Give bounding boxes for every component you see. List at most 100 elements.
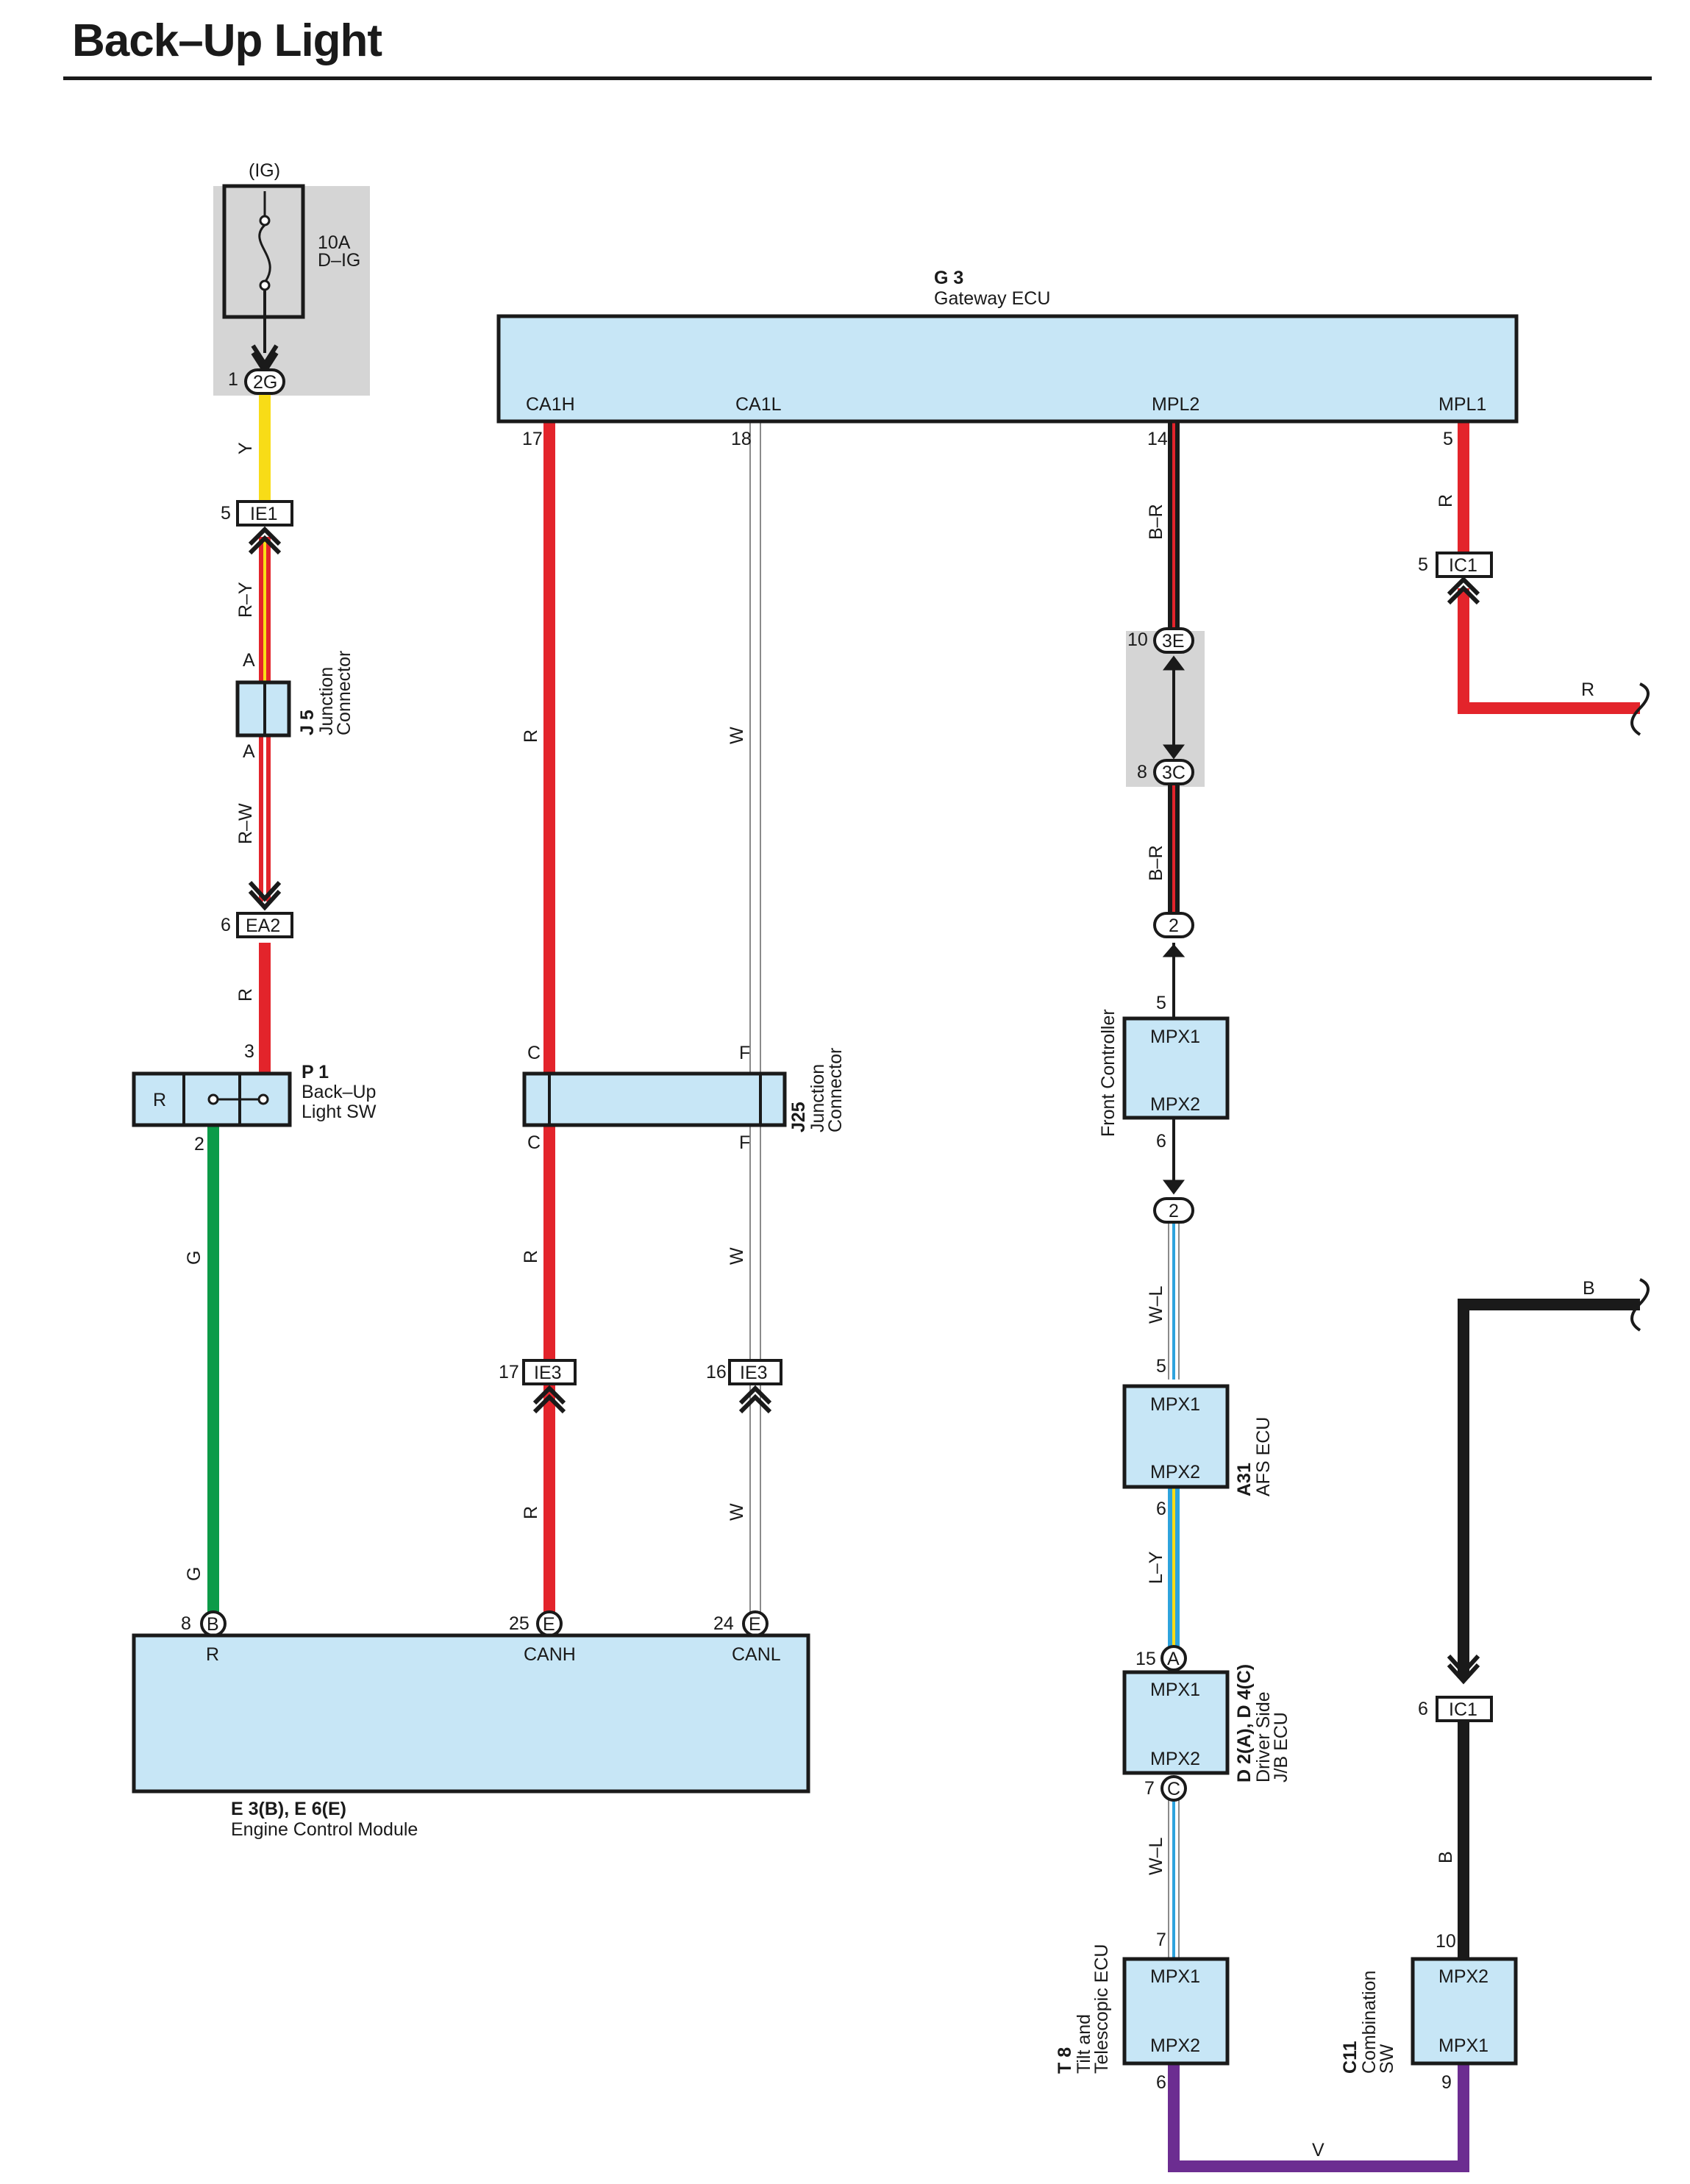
j5-pin-top: A: [243, 650, 255, 671]
title-rule: [63, 76, 1652, 80]
gateway-code: G 3: [934, 268, 963, 288]
wire-label-canl-3: W: [727, 1503, 747, 1521]
page-title: Back–Up Light: [72, 15, 382, 66]
front-controller: [1122, 1016, 1230, 1120]
chevron-up-icon: [248, 526, 282, 555]
ecm-name: Engine Control Module: [231, 1819, 418, 1840]
junction-j25: [522, 1071, 787, 1127]
j25-name-1: Junction: [807, 1064, 828, 1132]
comb-port-bottom: MPX1: [1438, 2035, 1488, 2056]
connector-3e-label: 3E: [1162, 631, 1185, 652]
connector-front-ctrl-bottom: [1153, 1197, 1194, 1224]
wire-break-r: [1630, 682, 1650, 736]
ecm-port-r: R: [206, 1644, 219, 1665]
wire-label-l-y: L–Y: [1146, 1551, 1166, 1584]
ecm-pin-24: 24: [713, 1613, 734, 1634]
jb-conn-c-label: C: [1167, 1779, 1180, 1799]
j25-code: J25: [788, 1102, 809, 1132]
arrow-up-icon: [1162, 943, 1186, 957]
connector-ie3-l-label: IE3: [740, 1363, 768, 1383]
wire-label-canh-2: R: [521, 1250, 541, 1263]
afs-port-top: MPX1: [1150, 1394, 1200, 1415]
wire-label-w-l-1: W–L: [1146, 1286, 1166, 1324]
gateway-port-mpl2: MPL2: [1152, 394, 1199, 415]
gateway-pin-17: 17: [522, 429, 543, 449]
tilt-pin-bottom: 6: [1156, 2072, 1166, 2093]
wire-label-b-r-2: B–R: [1146, 845, 1166, 881]
wire-break-b: [1630, 1278, 1650, 1332]
jb-conn-a: [1160, 1645, 1187, 1671]
comb-name-1: Combination: [1359, 1971, 1380, 2074]
wire-label-v: V: [1312, 2140, 1324, 2160]
comb-pin-top: 10: [1436, 1931, 1456, 1952]
comb-name-2: SW: [1377, 2044, 1397, 2074]
arrow-up-icon: [1163, 744, 1185, 760]
gateway-pin-18: 18: [731, 429, 752, 449]
fuse-supply: (IG): [249, 160, 280, 181]
comb-code: C11: [1340, 2041, 1361, 2074]
connector-ic1-bottom: [1436, 1696, 1493, 1722]
connector-ie1: [236, 500, 293, 527]
gateway-port-ca1l: CA1L: [735, 394, 782, 415]
front-ctrl-name: Front Controller: [1098, 1009, 1119, 1137]
jb-name-1: Driver Side: [1253, 1691, 1274, 1782]
j5-code: J 5: [297, 710, 318, 735]
connector-3c: [1153, 759, 1194, 785]
ie3-h-pin: 17: [499, 1362, 519, 1382]
connector-2g-label: 2G: [253, 372, 277, 393]
connector-ie3-h: [522, 1359, 577, 1385]
jb-port-bottom: MPX2: [1150, 1749, 1200, 1769]
wire-label-g-2: G: [184, 1567, 204, 1581]
ecm-pin-8: 8: [181, 1613, 191, 1634]
gateway-ecu: [496, 314, 1519, 424]
front-ctrl-pin-bottom: 6: [1156, 1131, 1166, 1152]
wire-label-b-r-1: B–R: [1146, 504, 1166, 540]
gateway-pin-14: 14: [1147, 429, 1168, 449]
jb-port-top: MPX1: [1150, 1680, 1200, 1700]
connector-ie3-h-label: IE3: [534, 1363, 562, 1383]
wire-label-canl-2: W: [727, 1247, 747, 1265]
arrow-down-icon: [1163, 1180, 1185, 1195]
p1-name-1: Back–Up: [302, 1082, 376, 1102]
front-ctrl-port-bottom: MPX2: [1150, 1094, 1200, 1115]
p1-name-2: Light SW: [302, 1102, 377, 1122]
chevron-down-icon: [1447, 1654, 1480, 1685]
tilt-name-2: Telescopic ECU: [1091, 1944, 1112, 2074]
j25-pin-l-top: F: [739, 1043, 750, 1063]
front-ctrl-conn-bottom-label: 2: [1169, 1201, 1179, 1221]
fuse-icon: [258, 191, 271, 353]
tilt-name-1: Tilt and: [1074, 2014, 1094, 2074]
ecm-conn-b-label: B: [207, 1614, 219, 1635]
ecm-pin-25: 25: [509, 1613, 530, 1634]
ecm-code: E 3(B), E 6(E): [231, 1799, 346, 1819]
comb-port-top: MPX2: [1438, 1966, 1488, 1987]
afs-pin-top: 5: [1156, 1356, 1166, 1377]
connector-3e: [1153, 627, 1194, 654]
wire-label-b: B: [1436, 1851, 1456, 1863]
connector-ea2: [236, 912, 293, 938]
ic1-top-pin: 5: [1418, 554, 1428, 575]
wire-v: [1168, 2063, 1469, 2172]
chevron-down-icon: [248, 880, 282, 911]
wire-label-r-y: R–Y: [235, 582, 256, 618]
ecm-port-canl: CANL: [732, 1644, 781, 1665]
gateway-port-ca1h: CA1H: [526, 394, 575, 415]
fuse-name: D–IG: [318, 250, 360, 271]
connector-ic1-bottom-label: IC1: [1449, 1699, 1477, 1720]
tilt-pin-top: 7: [1156, 1930, 1166, 1950]
front-ctrl-port-top: MPX1: [1150, 1027, 1200, 1047]
afs-pin-bottom: 6: [1156, 1499, 1166, 1519]
switch-icon: [207, 1093, 269, 1105]
p1-pin-top: 3: [244, 1041, 254, 1062]
wire-label-r-right-2: R: [1581, 679, 1594, 700]
wire-label-g-1: G: [184, 1251, 204, 1265]
driver-side-jb-ecu: [1122, 1670, 1230, 1775]
j25-name-2: Connector: [825, 1048, 846, 1132]
tilt-code: T 8: [1055, 2047, 1075, 2074]
ecm-conn-e-h-label: E: [543, 1614, 555, 1635]
comb-pin-bottom: 9: [1441, 2072, 1452, 2093]
afs-name: AFS ECU: [1253, 1417, 1274, 1496]
ie1-pin: 5: [221, 503, 231, 524]
wire-label-r-right: R: [1436, 494, 1456, 507]
wire-label-canh-1: R: [521, 729, 541, 743]
